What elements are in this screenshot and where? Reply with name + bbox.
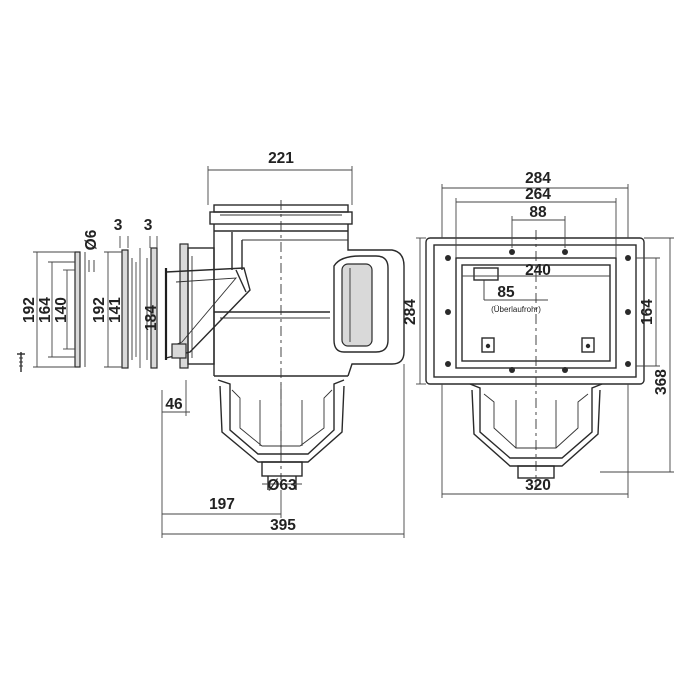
dim-46: 46	[165, 396, 183, 413]
overflow-pipe-note: (Überlaufrohr)	[491, 305, 541, 314]
skimmer-side-view	[164, 200, 405, 490]
dim-164-left: 164	[37, 297, 54, 323]
dim-221: 221	[268, 150, 294, 167]
dim-192-mid: 192	[91, 297, 108, 323]
dim-184: 184	[143, 305, 160, 331]
dim-368: 368	[653, 369, 670, 395]
dim-240: 240	[525, 262, 551, 279]
dim-284-top: 284	[525, 170, 551, 187]
dim-141: 141	[107, 297, 124, 323]
screw-detail	[17, 352, 25, 372]
dim-3-a: 3	[114, 217, 123, 234]
dim-3-b: 3	[144, 217, 153, 234]
dim-88: 88	[529, 204, 547, 221]
dim-dia-6: Ø6	[83, 229, 100, 250]
dim-320: 320	[525, 477, 551, 494]
dim-85: 85	[497, 284, 515, 301]
dim-140: 140	[53, 297, 70, 323]
flange-gasket	[121, 247, 158, 369]
dim-284-side: 284	[402, 299, 419, 325]
dim-395: 395	[270, 517, 296, 534]
gasket-thin-ring	[74, 251, 95, 368]
dim-164-right: 164	[639, 299, 656, 325]
dim-dia-63: Ø63	[267, 477, 297, 494]
dim-197: 197	[209, 496, 235, 513]
left-dimension-lines	[33, 236, 158, 368]
skimmer-front-view	[425, 230, 645, 490]
right-dimension-lines	[416, 184, 674, 498]
dim-192-left: 192	[21, 297, 38, 323]
dim-264: 264	[525, 186, 551, 203]
center-dimension-lines	[161, 166, 405, 538]
